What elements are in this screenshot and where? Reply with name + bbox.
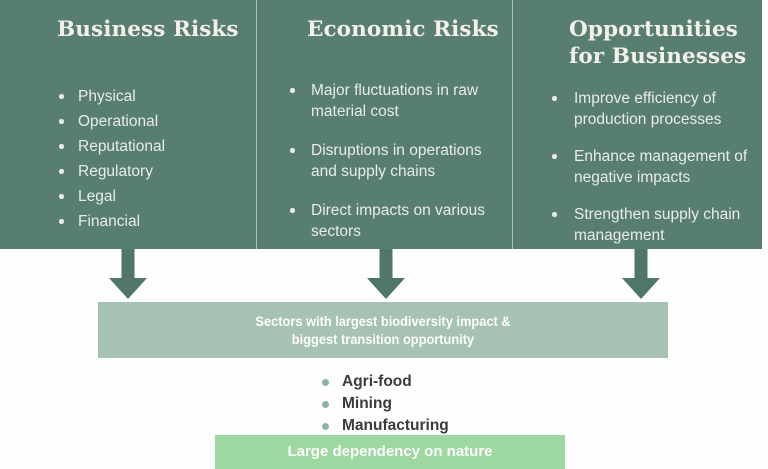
list-item-label: Regulatory — [78, 163, 153, 180]
bullet-icon — [290, 148, 295, 153]
nature-dependency-label: Large dependency on nature — [287, 443, 493, 460]
column-economic-risks: Economic Risks Major fluctuations in raw… — [256, 0, 512, 249]
list-item: Legal — [59, 184, 256, 209]
list-item-label: Improve efficiency of production process… — [574, 90, 722, 128]
list-item-label: Enhance management of negative impacts — [574, 148, 748, 186]
bullet-icon — [322, 379, 329, 386]
list-item: Operational — [59, 109, 256, 134]
bullet-icon — [322, 423, 329, 430]
bullet-icon — [59, 219, 64, 224]
column-title-economic-risks: Economic Risks — [307, 17, 499, 42]
list-item-label: Mining — [342, 395, 392, 412]
bullet-icon — [552, 96, 557, 101]
sectors-impact-box: Sectors with largest biodiversity impact… — [98, 302, 668, 358]
bullet-icon — [59, 194, 64, 199]
sectors-impact-box-line1: Sectors with largest biodiversity impact… — [255, 314, 511, 329]
bullet-icon — [552, 154, 557, 159]
bullet-icon — [59, 119, 64, 124]
key-sectors-list: Agri-food Mining Manufacturing — [322, 371, 449, 437]
list-item: Agri-food — [322, 371, 449, 393]
list-item: Mining — [322, 393, 449, 415]
list-item-label: Agri-food — [342, 373, 412, 390]
list-item-label: Manufacturing — [342, 417, 449, 434]
list-item: Physical — [59, 84, 256, 109]
list-item: Regulatory — [59, 159, 256, 184]
list-item-label: Strengthen supply chain management — [574, 206, 741, 244]
list-item-label: Financial — [78, 213, 141, 230]
list-item: Enhance management of negative impacts — [552, 146, 754, 188]
list-item-label: Physical — [78, 88, 136, 105]
column-opportunities: Opportunities for Businesses Improve eff… — [512, 0, 762, 249]
down-arrow-icon — [109, 249, 147, 299]
business-risks-list: Physical Operational Reputational Regula… — [59, 84, 256, 234]
bullet-icon — [290, 88, 295, 93]
list-item: Improve efficiency of production process… — [552, 88, 754, 130]
bullet-icon — [322, 401, 329, 408]
economic-risks-list: Major fluctuations in raw material cost … — [290, 80, 490, 242]
list-item: Strengthen supply chain management — [552, 204, 754, 246]
sectors-impact-box-line2: biggest transition opportunity — [291, 331, 475, 347]
column-title-opportunities: Opportunities for Businesses — [569, 17, 747, 69]
bullet-icon — [59, 169, 64, 174]
list-item-label: Reputational — [78, 138, 166, 155]
list-item: Manufacturing — [322, 415, 449, 437]
list-item: Major fluctuations in raw material cost — [290, 80, 490, 122]
list-item-label: Major fluctuations in raw material cost — [311, 82, 479, 120]
list-item: Reputational — [59, 134, 256, 159]
risk-columns-panel: Business Risks Physical Operational Repu… — [0, 0, 762, 249]
bullet-icon — [552, 212, 557, 217]
opportunities-list: Improve efficiency of production process… — [552, 88, 754, 246]
list-item: Direct impacts on various sectors — [290, 200, 490, 242]
column-business-risks: Business Risks Physical Operational Repu… — [0, 0, 256, 249]
list-item: Financial — [59, 209, 256, 234]
list-item-label: Legal — [78, 188, 116, 205]
list-item-label: Disruptions in operations and supply cha… — [311, 142, 482, 180]
bullet-icon — [59, 144, 64, 149]
bullet-icon — [290, 208, 295, 213]
list-item-label: Operational — [78, 113, 159, 130]
column-title-business-risks: Business Risks — [57, 17, 239, 42]
bullet-icon — [59, 94, 64, 99]
list-item-label: Direct impacts on various sectors — [311, 202, 486, 240]
list-item: Disruptions in operations and supply cha… — [290, 140, 490, 182]
nature-dependency-box: Large dependency on nature — [215, 435, 565, 469]
down-arrow-icon — [367, 249, 405, 299]
down-arrow-icon — [622, 249, 660, 299]
